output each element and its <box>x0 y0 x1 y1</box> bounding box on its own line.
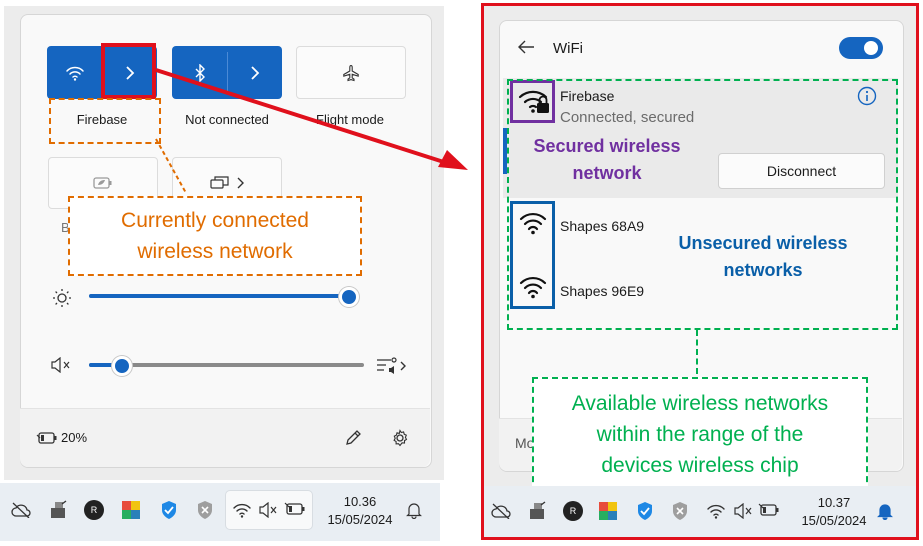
taskbar-clock[interactable]: 10.36 15/05/2024 <box>322 493 398 529</box>
defender-shield-icon[interactable] <box>196 500 214 520</box>
volume-fill <box>89 363 122 367</box>
info-icon[interactable] <box>857 86 877 106</box>
bluetooth-tile-label: Not connected <box>185 112 269 127</box>
airplane-icon <box>342 64 360 82</box>
connected-network-annotation: Currently connected wireless network <box>68 196 362 276</box>
battery-saver-icon <box>92 176 114 190</box>
available-networks-box <box>507 79 898 330</box>
wifi-label-annotation-box <box>49 98 161 144</box>
notification-bell-icon[interactable] <box>406 501 422 519</box>
project-icon <box>210 175 230 191</box>
flight-mode-button[interactable] <box>296 46 406 99</box>
red-highlight-box <box>101 43 156 99</box>
colorful-app-icon[interactable] <box>598 501 618 521</box>
chevron-right-icon <box>236 177 244 189</box>
volume-muted-icon <box>258 502 278 518</box>
usb-drive-icon[interactable] <box>49 500 67 520</box>
toggle-knob <box>864 41 878 55</box>
wifi-tile-label: Firebase <box>76 112 128 127</box>
volume-muted-icon[interactable] <box>733 503 753 519</box>
back-arrow-icon[interactable] <box>517 39 535 55</box>
shield-check-icon[interactable] <box>636 501 654 521</box>
notification-bell-icon[interactable] <box>877 502 893 520</box>
cloud-offline-icon[interactable] <box>490 503 512 519</box>
connected-network-status: Connected, secured <box>560 109 695 126</box>
bluetooth-toggle-button[interactable] <box>172 46 227 99</box>
volume-muted-icon[interactable] <box>50 357 72 373</box>
connected-network-name: Firebase <box>560 88 615 104</box>
annotation-connector <box>696 330 698 374</box>
unsecured-icons-highlight <box>510 201 555 309</box>
shield-check-icon[interactable] <box>160 500 178 520</box>
hidden-label-b: B <box>61 220 70 235</box>
battery-percent: 20% <box>61 430 88 445</box>
audio-output-icon[interactable] <box>376 356 408 376</box>
bluetooth-expand-button[interactable] <box>228 46 282 99</box>
network-name: Shapes 68A9 <box>560 218 645 234</box>
taskbar-clock[interactable]: 10.37 15/05/2024 <box>796 494 872 530</box>
wifi-toggle-switch[interactable] <box>839 37 883 59</box>
annotation-line: wireless network <box>137 240 293 263</box>
wifi-icon <box>518 273 548 299</box>
wifi-secured-lock-icon <box>517 86 551 116</box>
tile-divider <box>227 52 228 93</box>
annotation-line: devices wireless chip <box>601 454 799 477</box>
annotation-line: Unsecured wireless <box>678 233 848 253</box>
brightness-slider-thumb[interactable] <box>338 287 359 307</box>
annotation-line: networks <box>723 260 803 280</box>
settings-gear-icon[interactable] <box>391 429 409 447</box>
unsecured-networks-annotation: Unsecured wireless networks <box>668 230 858 284</box>
quick-settings-footer <box>20 408 430 467</box>
chevron-right-icon <box>125 65 135 80</box>
taskbar-left <box>0 483 440 541</box>
annotation-connector <box>155 138 187 194</box>
network-name: Shapes 96E9 <box>560 283 645 299</box>
battery-charging-icon[interactable] <box>758 502 780 518</box>
wifi-icon <box>232 502 252 518</box>
app-tray-icon[interactable]: R <box>563 501 583 521</box>
annotation-line: network <box>572 163 642 183</box>
volume-track <box>89 363 364 367</box>
more-settings-link[interactable]: Mo <box>515 435 535 451</box>
wifi-panel-title: WiFi <box>553 40 583 57</box>
wifi-panel-frame <box>481 3 919 540</box>
selection-indicator <box>503 128 507 174</box>
volume-slider-thumb[interactable] <box>112 356 132 376</box>
brightness-icon <box>52 288 72 308</box>
battery-charging-icon <box>36 431 58 445</box>
colorful-app-icon[interactable] <box>121 500 141 520</box>
secured-network-annotation: Secured wireless network <box>522 133 692 187</box>
taskbar-right <box>484 486 916 537</box>
annotation-line: Currently connected <box>121 209 309 232</box>
annotation-line: within the range of the <box>596 423 804 446</box>
chevron-right-icon <box>250 65 260 80</box>
defender-shield-icon[interactable] <box>671 501 689 521</box>
battery-status[interactable]: 20% <box>36 430 87 445</box>
wifi-icon <box>65 65 85 81</box>
clock-date: 15/05/2024 <box>801 513 867 528</box>
cloud-offline-icon[interactable] <box>10 502 32 518</box>
brightness-fill <box>89 294 349 298</box>
annotation-line: Secured wireless <box>533 136 681 156</box>
cast-icon-group <box>205 173 249 193</box>
clock-time: 10.36 <box>343 494 377 509</box>
battery-charging-icon <box>284 501 306 517</box>
bluetooth-icon <box>194 63 206 82</box>
available-networks-annotation: Available wireless networks within the r… <box>532 377 868 492</box>
secured-icon-highlight <box>510 80 555 123</box>
flight-mode-label: Flight mode <box>316 112 384 127</box>
clock-time: 10.37 <box>817 495 851 510</box>
disconnect-button[interactable]: Disconnect <box>718 153 885 189</box>
wifi-toggle-button[interactable] <box>47 46 102 99</box>
wifi-icon[interactable] <box>706 503 726 519</box>
usb-drive-icon[interactable] <box>528 501 546 521</box>
app-tray-icon[interactable]: R <box>84 500 104 520</box>
wifi-icon <box>518 209 548 235</box>
clock-date: 15/05/2024 <box>327 512 393 527</box>
wifi-expand-button[interactable] <box>103 46 157 99</box>
annotation-arrow <box>155 68 468 170</box>
edit-pencil-icon[interactable] <box>344 429 362 447</box>
annotation-line: Available wireless networks <box>571 392 829 415</box>
